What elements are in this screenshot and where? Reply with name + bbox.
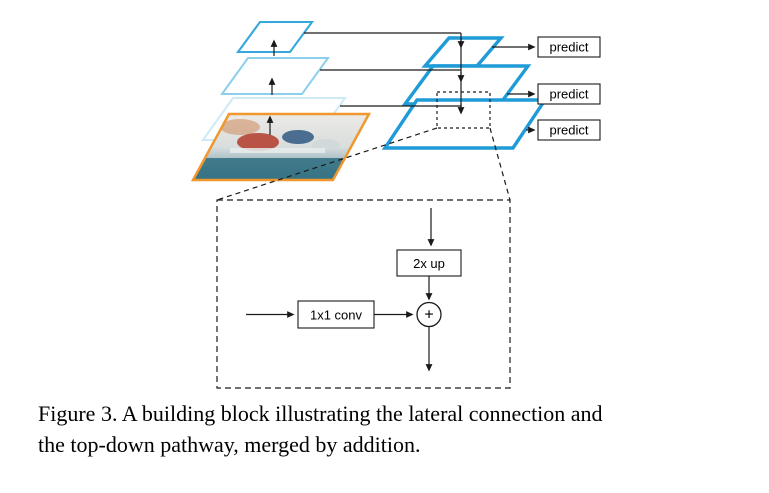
building-block-box [216,199,511,389]
bottomup-arrows [266,39,278,135]
lateral-connections [304,32,461,107]
input-image-border [190,112,372,182]
zoom-connector-right [489,127,511,201]
figure-caption: Figure 3. A building block illustrating … [38,398,748,460]
add-icon: + [424,307,433,324]
topdown-plane-top [421,36,505,68]
fpn-diagram: predict predict predict 2x up 1x1 conv [190,20,601,389]
top-down-pathway [381,36,549,150]
bottomup-plane-top [235,20,315,54]
zoom-callout [216,91,511,389]
conv-1x1-label: 1x1 conv [310,308,363,323]
predict-label-3: predict [549,123,588,138]
building-block: 2x up 1x1 conv + [246,208,462,372]
input-image-photo [193,114,369,180]
predict-box-2 [537,83,601,105]
block-zoom-outline [436,91,491,129]
caption-line-1: Figure 3. A building block illustrating … [38,401,603,426]
upsample-2x-label: 2x up [413,256,445,271]
bottomup-plane-mid [220,57,330,95]
topdown-plane-low [381,98,549,150]
caption-line-2: the top-down pathway, merged by addition… [38,432,421,457]
input-image [190,112,372,182]
predict-label-2: predict [549,87,588,102]
predict-outputs: predict predict predict [492,36,601,141]
zoom-connector-left [216,127,438,201]
predict-box-1 [537,36,601,58]
predict-box-3 [537,119,601,141]
predict-label-1: predict [549,40,588,55]
